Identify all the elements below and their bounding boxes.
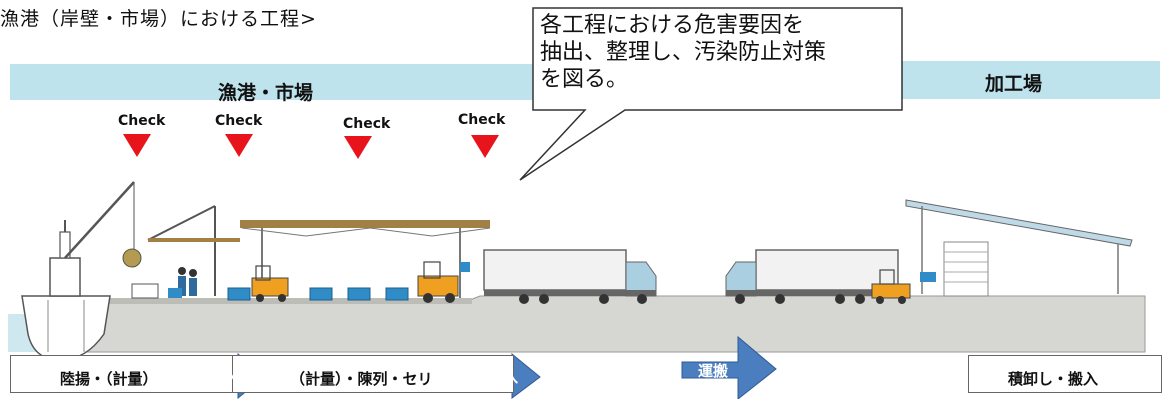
check-label-3: Check (343, 116, 391, 132)
crane-boom (147, 205, 240, 296)
port-market-band (10, 64, 565, 100)
processing-plant-building (905, 199, 1133, 297)
fish-boxes (227, 287, 409, 301)
pier-edge (62, 298, 472, 304)
processing-plant-label: 加工場 (985, 73, 1043, 95)
callout-line-2: 抽出、整理し、汚染防止対策 (540, 40, 827, 65)
check-marker-1 (123, 134, 151, 157)
check-marker-2 (225, 134, 253, 157)
pier (61, 295, 1146, 353)
forklift-2 (417, 261, 470, 303)
callout-line-1: 各工程における危害要因を (540, 13, 805, 38)
carry-in-label-2: 搬入 (488, 368, 519, 386)
process-unload-label: 積卸し・搬入 (1008, 370, 1099, 388)
process-box-display (232, 355, 514, 393)
port-market-label: 漁港・市場 (218, 82, 314, 104)
dock-workers (131, 267, 197, 299)
truck-2 (725, 249, 899, 304)
check-marker-3 (344, 136, 372, 159)
process-box-landing (10, 355, 236, 393)
callout-line-3: を図る。 (540, 67, 629, 92)
processing-plant-band (870, 61, 1160, 99)
carry-in-label-1: 搬入 (208, 368, 239, 386)
check-label-2: Check (215, 113, 263, 129)
transport-arrow (681, 335, 777, 399)
page-heading: 漁港（岸壁・市場）における工程> (0, 8, 317, 30)
transport-label: 運搬 (698, 362, 729, 380)
process-box-unload (968, 355, 1162, 393)
forklift-1 (251, 265, 289, 302)
truck-1 (483, 249, 657, 304)
callout-text: 各工程における危害要因を 抽出、整理し、汚染防止対策 を図る。 (540, 12, 826, 93)
check-label-4: Check (458, 112, 506, 128)
check-marker-4 (471, 135, 499, 158)
fishing-boat (21, 181, 142, 361)
callout-bubble (519, 7, 903, 181)
check-label-1: Check (118, 113, 166, 129)
forklift-3 (871, 269, 911, 304)
process-display-label: （計量）・陳列・セリ (290, 370, 433, 388)
process-landing-label: 陸揚・（計量） (60, 370, 158, 388)
